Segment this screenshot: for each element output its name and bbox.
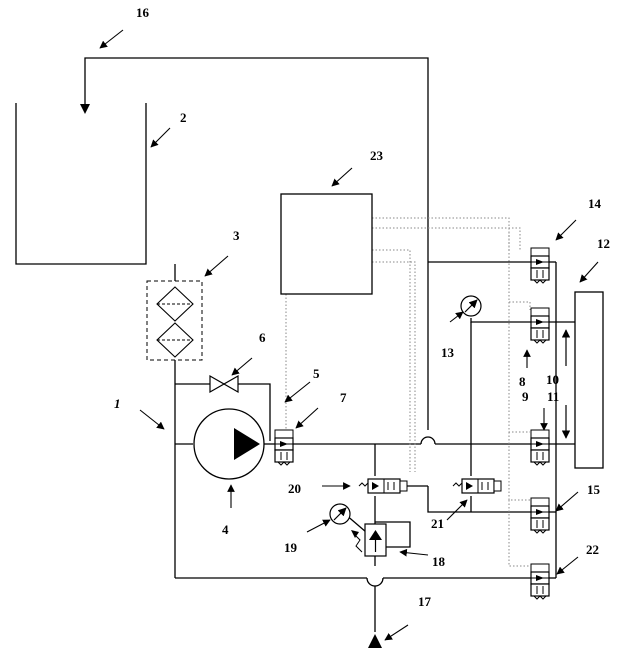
controller [281,194,372,294]
solenoid-valve [359,479,407,493]
flow-arrow [80,104,90,114]
label-8: 8 [519,374,526,389]
solenoid-valve [531,498,549,533]
label-7: 7 [340,390,347,405]
label-13: 13 [441,345,455,360]
tank [16,103,146,264]
line-hop [367,578,383,586]
label-1: 1 [114,396,121,411]
label-19: 19 [284,540,298,555]
pressure-source [368,634,382,648]
label-2: 2 [180,110,187,125]
bypass-valve [210,376,238,392]
solenoid-valve [531,248,549,283]
consumer-block [575,292,603,468]
filter [147,281,202,360]
label-20: 20 [288,481,301,496]
line-hop [421,437,435,444]
label-10: 10 [546,372,559,387]
gauge [330,504,350,524]
label-23: 23 [370,148,384,163]
relief-valve [351,524,386,556]
label-21: 21 [431,516,444,531]
label-16: 16 [136,5,150,20]
solenoid-valve [531,308,549,343]
label-18: 18 [432,554,446,569]
solenoid-valve [531,564,549,599]
label-5: 5 [313,366,320,381]
label-14: 14 [588,196,602,211]
label-11: 11 [547,389,559,404]
label-4: 4 [222,522,229,537]
return-line [85,58,428,430]
label-3: 3 [233,228,240,243]
solenoid-valve [453,479,501,493]
pump [194,409,264,479]
label-6: 6 [259,330,266,345]
label-12: 12 [597,236,610,251]
label-9: 9 [522,389,529,404]
label-17: 17 [418,594,432,609]
label-15: 15 [587,482,601,497]
solenoid-valve [275,430,293,465]
label-22: 22 [586,542,599,557]
solenoid-valve [531,430,549,465]
gauge [461,296,481,316]
